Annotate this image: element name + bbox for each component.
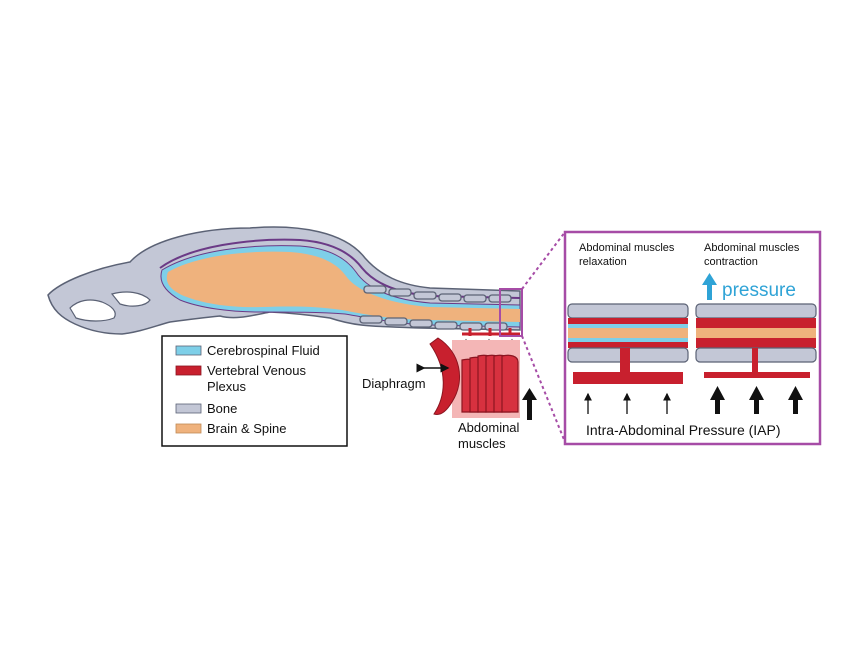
brain-spine [166,251,520,322]
vertebrae-bottom [359,315,508,331]
legend-swatch-venous [175,365,202,376]
legend-swatch-csf [175,345,202,356]
skull-cavity [69,299,116,322]
zoom-box [499,288,523,337]
inset-right-title-line2: contraction [704,256,758,268]
inset-left-title-line2: relaxation [579,256,627,268]
legend-label-venous-line2: Plexus [207,379,247,394]
legend-swatch-bone [175,403,202,414]
pressure-label: pressure [722,280,796,301]
legend-swatch-brain [175,423,202,434]
inset-panel: Abdominal muscles relaxation Abdominal m… [563,230,822,446]
abdominal-muscles [461,354,519,413]
anatomy-illustration [47,226,537,420]
zoom-connector [521,335,566,443]
venous-outline [159,238,521,299]
iap-big-arrow [522,388,537,420]
abdominal-label-line2: muscles [458,436,506,451]
diaphragm [429,337,460,415]
legend-label-venous: Vertebral Venous [207,363,307,378]
legend-label-csf: Cerebrospinal Fluid [207,343,320,358]
relaxation-iap-arrows [584,392,671,414]
zoom-connector [521,231,566,290]
inset-left-title-line1: Abdominal muscles [579,242,675,254]
contraction-iap-arrows [710,386,803,414]
abdominal-label-line1: Abdominal [458,420,520,435]
diaphragm-label: Diaphragm [362,376,426,391]
vertebrae-top [363,285,512,303]
vertebral-venous-plexus [462,328,520,336]
legend-label-bone: Bone [207,401,237,416]
contraction-section [695,303,817,378]
relaxation-section [567,303,689,384]
legend-label-brain: Brain & Spine [207,421,287,436]
legend: Cerebrospinal Fluid Vertebral Venous Ple… [161,335,348,447]
skull-cavity [110,291,151,307]
iap-label: Intra-Abdominal Pressure (IAP) [586,422,781,438]
pressure-up-arrow-icon [702,273,717,300]
inset-right-title-line1: Abdominal muscles [704,242,800,254]
